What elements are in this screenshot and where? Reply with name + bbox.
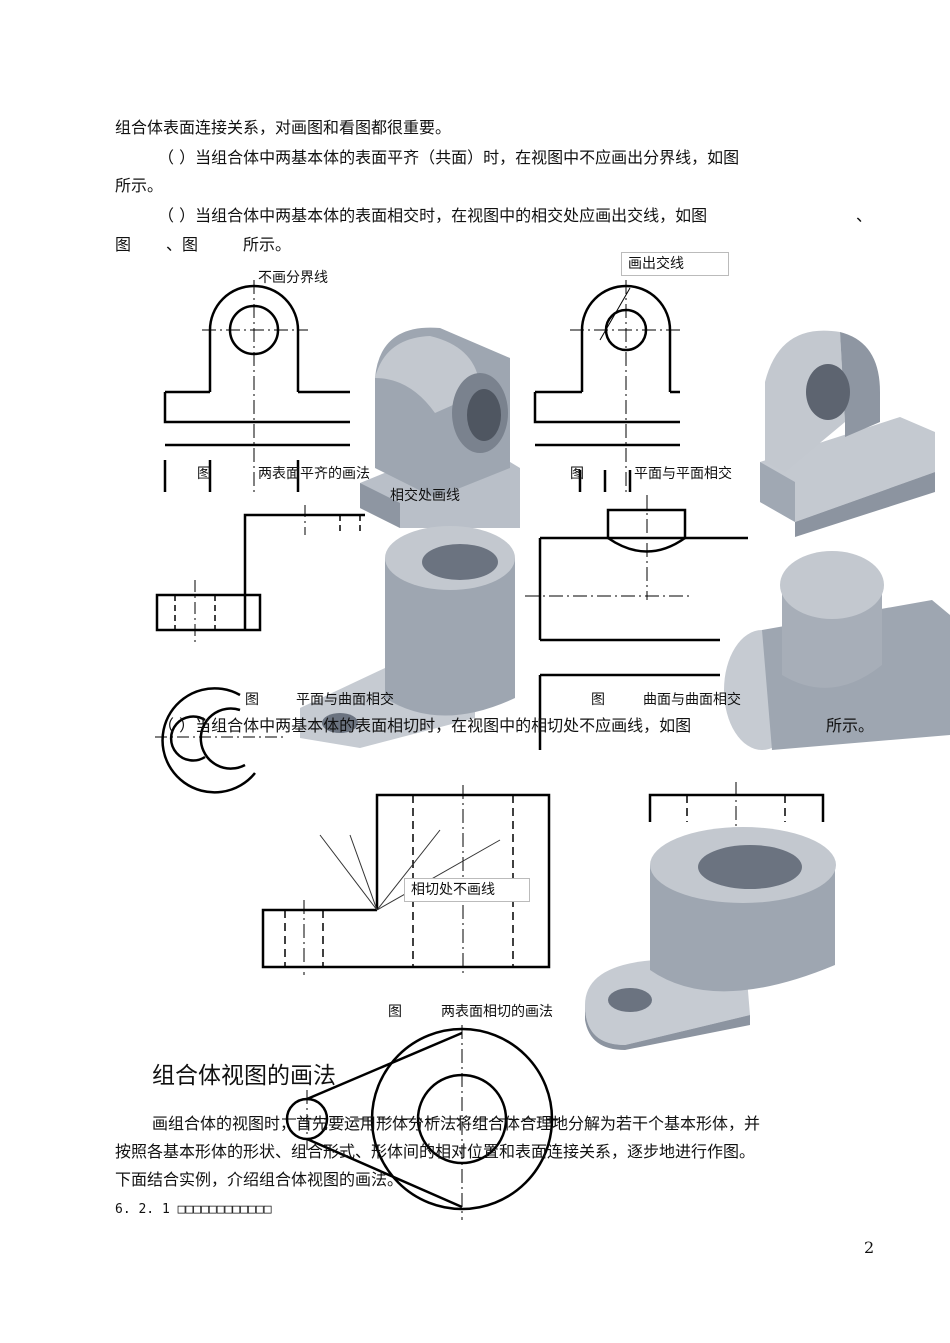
- subsection-heading: 6. 2. 1 □□□□□□□□□□□□: [115, 1202, 272, 1217]
- label-draw-at-intersection: 相交处画线: [390, 488, 460, 504]
- paragraph-3-line2: 所示。: [243, 235, 292, 254]
- paragraph-4-line1: （ ）当组合体中两基本体的表面相切时，在视图中的相切处不应画线，如图: [158, 716, 692, 735]
- figure-1-caption: 两表面平齐的画法: [258, 466, 370, 482]
- pulley-drawing: [282, 1025, 560, 1220]
- figure-3-caption: 平面与曲面相交: [296, 692, 394, 708]
- figure-4-3d-model: [724, 551, 950, 750]
- figure-2-caption-label: 图: [570, 466, 584, 482]
- figure-4-caption: 曲面与曲面相交: [643, 692, 741, 708]
- figure-5-top-view: [648, 782, 825, 828]
- label-draw-intersection: 画出交线: [621, 252, 729, 276]
- paragraph-3-line1: （ ）当组合体中两基本体的表面相交时，在视图中的相交处应画出交线，如图: [158, 206, 708, 225]
- figure-4-drawing: [525, 495, 748, 750]
- section-heading: 组合体视图的画法: [152, 1063, 336, 1089]
- figure-1-drawing: [163, 280, 350, 492]
- figure-3-drawing: [155, 505, 365, 794]
- figure-5-caption: 两表面相切的画法: [441, 1004, 553, 1020]
- figure-5-caption-label: 图: [388, 1004, 402, 1020]
- paragraph-4-tail: 所示。: [826, 716, 875, 735]
- figure-3-caption-label: 图: [245, 692, 259, 708]
- figure-2-drawing: [533, 280, 682, 492]
- body-line-3: 下面结合实例，介绍组合体视图的画法。: [115, 1170, 404, 1189]
- page-number: 2: [864, 1238, 875, 1257]
- figure-4-caption-label: 图: [591, 692, 605, 708]
- paragraph-3-separator: 、: [856, 206, 873, 225]
- figure-3-3d-model: [300, 526, 515, 748]
- paragraph-3-fig-ref-2: 、图: [166, 235, 199, 254]
- figure-2-caption: 平面与平面相交: [634, 466, 732, 482]
- body-line-1: 画组合体的视图时，首先要运用形体分析法将组合体合理地分解为若干个基本形体，并: [152, 1114, 761, 1133]
- figure-5-3d-model: [585, 827, 836, 1050]
- paragraph-2-line1: （ ）当组合体中两基本体的表面平齐（共面）时，在视图中不应画出分界线，如图: [158, 148, 740, 167]
- paragraph-3-fig-ref-1: 图: [115, 235, 132, 254]
- label-no-boundary: 不画分界线: [258, 270, 328, 286]
- body-line-2: 按照各基本形体的形状、组合形式、形体间的相对位置和表面连接关系，逐步地进行作图。: [115, 1142, 756, 1161]
- paragraph-1: 组合体表面连接关系，对画图和看图都很重要。: [115, 118, 452, 137]
- figure-2-3d-model: [760, 330, 935, 537]
- paragraph-2-line2: 所示。: [115, 176, 164, 195]
- figure-1-caption-label: 图: [197, 466, 211, 482]
- figure-1-3d-model: [360, 327, 520, 528]
- label-no-tangent-line: 相切处不画线: [404, 878, 530, 902]
